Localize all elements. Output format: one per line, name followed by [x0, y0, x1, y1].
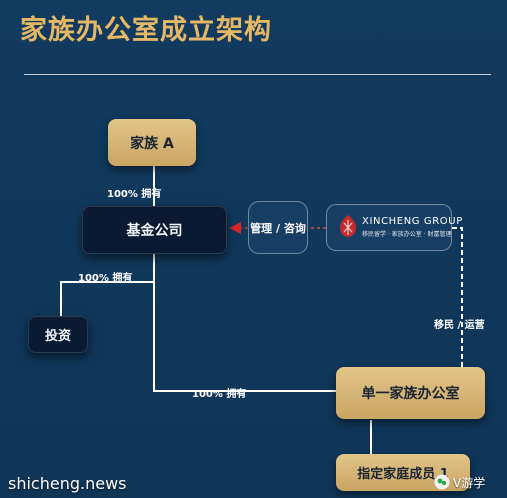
investment-box: 投资 — [28, 316, 88, 353]
site-watermark: shicheng.news — [8, 474, 127, 493]
connector-xincheng-office — [452, 227, 485, 378]
fund-office-ownership-label: 100% 拥有 — [192, 389, 247, 400]
xincheng-logo-icon — [340, 215, 356, 237]
mgmt-consult-label: 管理 / 咨询 — [250, 221, 306, 235]
fund-investment-ownership-label: 100% 拥有 — [78, 273, 133, 284]
family-a-box: 家族 A — [108, 119, 196, 166]
arrow-head-icon — [229, 222, 241, 234]
single-family-office-box: 单一家族办公室 — [336, 367, 485, 419]
family-fund-ownership-label: 100% 拥有 — [107, 189, 162, 200]
fund-company-box: 基金公司 — [82, 206, 227, 254]
family-a-label: 家族 A — [130, 135, 174, 152]
title-divider — [24, 74, 491, 75]
connector-fund-investment — [60, 281, 154, 316]
fund-company-label: 基金公司 — [126, 223, 183, 239]
account-name: V游学 — [453, 475, 486, 490]
migration-ops-label: 移民 / 运营 — [434, 320, 485, 331]
investment-label: 投资 — [44, 329, 71, 344]
connector-fund-office — [153, 254, 336, 392]
single-family-office-label: 单一家族办公室 — [361, 386, 460, 402]
wechat-account-icon — [434, 474, 450, 490]
account-watermark: V游学 — [434, 472, 485, 492]
designated-member-label: 指定家庭成员 1 — [357, 467, 449, 482]
xincheng-logo-name: XINCHENG GROUP — [362, 216, 463, 227]
mgmt-consult-box: 管理 / 咨询 — [248, 201, 308, 254]
page-title: 家族办公室成立架构 — [20, 15, 272, 46]
xincheng-logo-tagline: 移民留学 · 家族办公室 · 财富管理 — [362, 231, 452, 238]
